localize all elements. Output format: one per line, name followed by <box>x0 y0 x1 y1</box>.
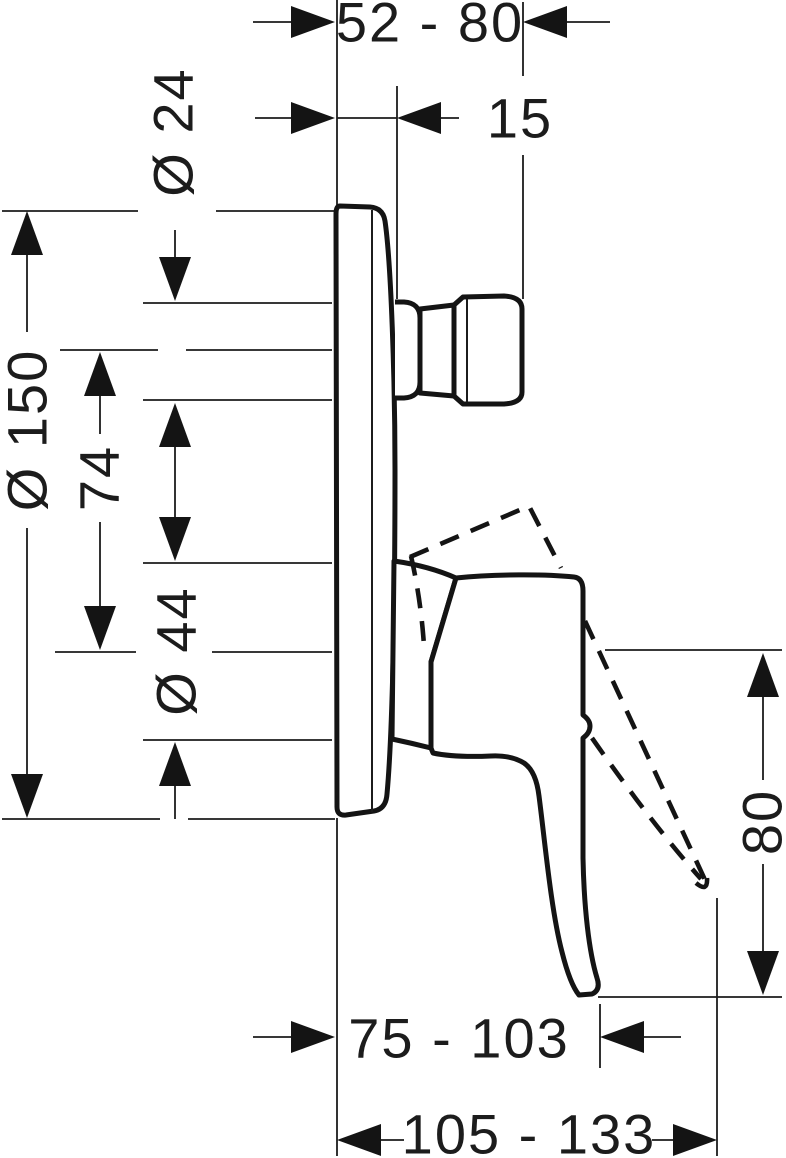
dashed-handle-lower-edge <box>590 736 703 881</box>
escutcheon-plate <box>333 203 398 818</box>
spout-connector-body <box>417 302 457 399</box>
dashed-handle-upper-edge <box>409 503 564 570</box>
dim-label-sleeve-diameter: Ø 44 <box>145 586 208 715</box>
arrowhead <box>159 517 191 561</box>
spout-connector-cap <box>451 293 525 407</box>
dim-label-spout-to-lever-axis: 74 <box>68 445 131 511</box>
spout-collar <box>395 299 423 401</box>
arrowhead <box>159 257 191 301</box>
dim-label-plate-diameter: Ø 150 <box>0 349 59 512</box>
dim-label-spout-connector-diameter: Ø 24 <box>142 67 205 196</box>
arrowhead <box>747 951 779 995</box>
dim-label-plate-offset: 15 <box>487 87 553 150</box>
arrowhead <box>84 352 116 396</box>
arrowhead <box>523 6 567 38</box>
arrowhead <box>337 1124 381 1156</box>
arrowhead <box>84 606 116 650</box>
handle-raised-position-dashed <box>409 503 710 890</box>
arrowhead <box>11 774 43 818</box>
mixer-fixture <box>333 203 601 998</box>
dashed-handle-tip <box>694 877 710 890</box>
arrowhead <box>11 211 43 255</box>
arrowhead <box>291 1021 335 1053</box>
arrowhead <box>747 653 779 697</box>
dashed-handle-front-edge <box>408 555 427 647</box>
dimension-arrows <box>11 6 779 1156</box>
arrowhead <box>159 403 191 447</box>
dim-label-installation-depth: 52 - 80 <box>336 0 524 54</box>
arrowhead <box>291 102 335 134</box>
arrowhead <box>159 742 191 786</box>
dimension-lines <box>26 21 764 1141</box>
dashed-handle-right-edge <box>582 620 709 883</box>
dim-label-overall-reach: 105 - 133 <box>402 1103 657 1158</box>
arrowhead <box>291 6 335 38</box>
dim-label-lever-reach: 75 - 103 <box>348 1007 570 1070</box>
arrowhead <box>600 1021 644 1053</box>
handle-lever <box>428 572 601 998</box>
arrowhead <box>673 1124 717 1156</box>
arrowhead <box>397 102 441 134</box>
dim-label-lever-drop: 80 <box>731 789 786 855</box>
